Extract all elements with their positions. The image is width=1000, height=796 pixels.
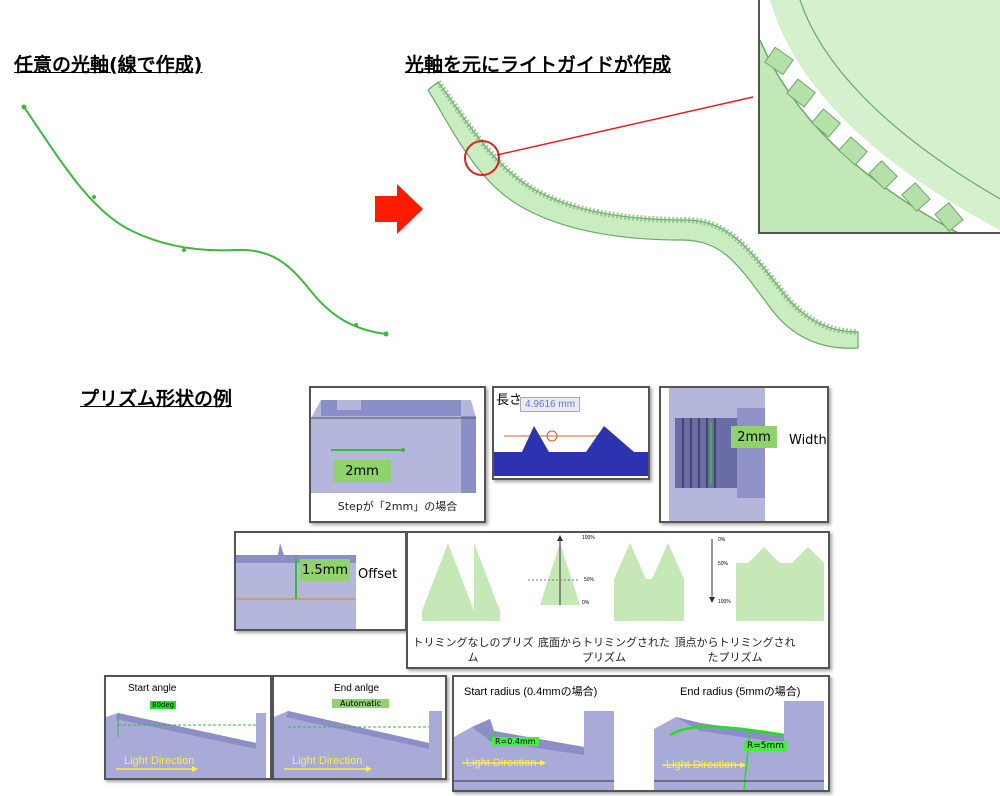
step-value-label: 2mm bbox=[333, 460, 391, 482]
zoom-detail bbox=[758, 0, 1000, 234]
trimming-caption-none: トリミングなしのプリズム bbox=[412, 636, 534, 664]
end-angle-illustration bbox=[274, 711, 442, 778]
end-angle-title: End anlge bbox=[334, 683, 380, 694]
offset-label: Offset bbox=[358, 567, 398, 582]
light-guide-heading: 光軸を元にライトガイドが作成 bbox=[405, 54, 672, 76]
optical-axis-heading: 任意の光軸(線で作成) bbox=[14, 54, 203, 76]
prism-untrimmed bbox=[422, 543, 500, 621]
right-arrow-icon bbox=[375, 184, 423, 234]
start-angle-value: 80deg bbox=[150, 701, 177, 709]
start-angle-title: Start angle bbox=[128, 683, 177, 694]
panel-end-angle: End anlge Automatic Light Direction bbox=[272, 675, 447, 780]
length-illustration bbox=[494, 426, 648, 476]
offset-illustration bbox=[236, 543, 356, 629]
step-caption: Stepが「2mm」の場合 bbox=[337, 500, 458, 513]
prism-examples-heading: プリズム形状の例 bbox=[80, 388, 233, 410]
trimming-illustration bbox=[422, 535, 824, 621]
length-label: 長さ bbox=[496, 393, 523, 408]
panel-radius: Start radius (0.4mmの場合) End radius (5mmの… bbox=[452, 675, 830, 792]
prism-trimmed-top bbox=[736, 547, 824, 621]
width-label: Width bbox=[789, 433, 827, 448]
zoom-connector-line bbox=[496, 96, 754, 156]
length-value: 4.9616 mm bbox=[520, 397, 581, 412]
trimming-caption-top: 頂点からトリミングされたプリズム bbox=[674, 636, 796, 664]
trimming-caption-bottom: 底面からトリミングされたプリズム bbox=[538, 636, 670, 664]
width-value-label: 2mm bbox=[731, 426, 777, 448]
start-radius-direction: Light Direction bbox=[466, 757, 537, 769]
light-guide-shape bbox=[427, 80, 859, 349]
end-radius-direction: Light Direction bbox=[666, 759, 737, 771]
panel-trimming: 100% 50% 0% 0% 50% 100% トリミングなしのプリズム 底面か… bbox=[406, 531, 830, 669]
offset-value-label: 1.5mm bbox=[300, 559, 350, 581]
prism-trimmed-bottom bbox=[614, 543, 684, 621]
panel-length: 長さ 4.9616 mm bbox=[492, 386, 650, 480]
width-illustration bbox=[669, 388, 765, 521]
end-radius-value: R=5mm bbox=[744, 741, 788, 751]
start-radius-value: R=0.4mm bbox=[492, 737, 539, 746]
end-angle-direction: Light Direction bbox=[292, 755, 363, 767]
panel-start-angle: Start angle 80deg Light Direction bbox=[104, 675, 272, 780]
end-radius-title: End radius (5mmの場合) bbox=[680, 686, 801, 698]
start-angle-illustration bbox=[106, 713, 266, 778]
optical-axis-curve bbox=[21, 104, 389, 337]
panel-width: 2mm Width bbox=[659, 386, 829, 523]
end-angle-value: Automatic bbox=[332, 699, 390, 708]
start-radius-title: Start radius (0.4mmの場合) bbox=[464, 686, 598, 698]
panel-offset: 1.5mm Offset bbox=[234, 531, 407, 631]
panel-step: 2mm Stepが「2mm」の場合 bbox=[309, 386, 486, 523]
radius-illustration bbox=[454, 701, 824, 790]
start-angle-direction: Light Direction bbox=[124, 755, 195, 767]
